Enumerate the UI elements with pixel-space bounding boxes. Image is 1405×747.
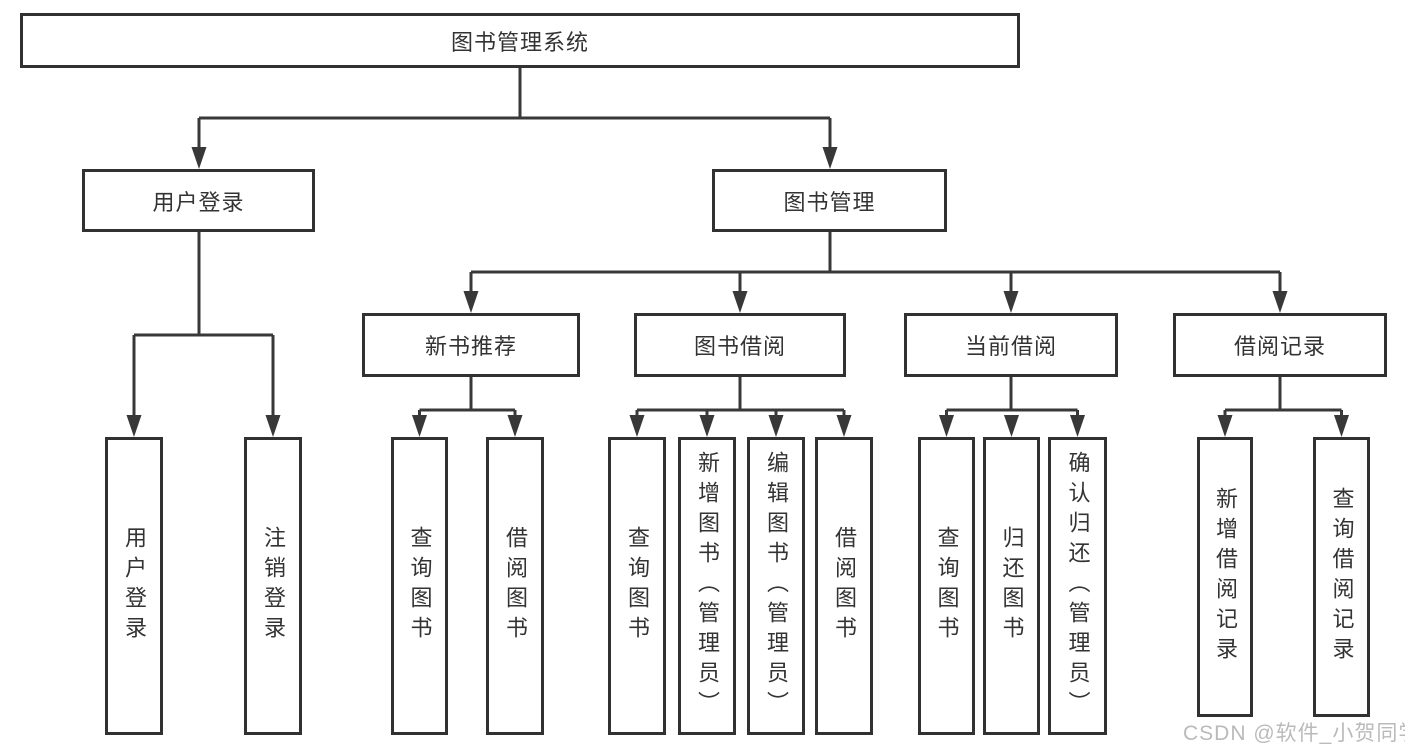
node-new-book-recommend-label: 新书推荐 (424, 334, 517, 359)
node-current-borrow-label: 当前借阅 (964, 334, 1057, 359)
leaf-borrow-books-borrow: 借阅图书 (815, 437, 873, 735)
leaf-borrow-books-recommend: 借阅图书 (486, 437, 544, 735)
node-borrow-records-label: 借阅记录 (1233, 334, 1326, 359)
leaf-return-books-label: 归还图书 (999, 526, 1025, 646)
leaf-confirm-return-admin: 确认归还（管理员） (1048, 437, 1107, 735)
leaf-borrow-books-borrow-label: 借阅图书 (832, 526, 857, 646)
leaf-confirm-return-admin-label: 确认归还（管理员） (1065, 451, 1091, 721)
leaf-edit-book-admin: 编辑图书（管理员） (747, 437, 805, 735)
leaf-add-book-admin-label: 新增图书（管理员） (695, 451, 720, 721)
node-current-borrow: 当前借阅 (904, 313, 1118, 377)
node-book-management-label: 图书管理 (783, 189, 876, 215)
leaf-borrow-books-recommend-label: 借阅图书 (503, 526, 528, 646)
node-root-system-label: 图书管理系统 (450, 29, 589, 55)
leaf-query-borrow-record-label: 查询借阅记录 (1329, 487, 1355, 667)
node-user-login-label: 用户登录 (152, 189, 245, 215)
node-book-management: 图书管理 (712, 169, 947, 232)
node-book-borrow-label: 图书借阅 (693, 334, 786, 359)
node-new-book-recommend: 新书推荐 (362, 313, 580, 377)
arrowheads (126, 147, 1349, 437)
leaf-logout: 注销登录 (244, 437, 302, 735)
csdn-watermark: CSDN @软件_小贺同学 (1183, 722, 1405, 745)
leaf-add-book-admin: 新增图书（管理员） (678, 437, 736, 735)
leaf-return-books: 归还图书 (983, 437, 1040, 735)
leaf-query-books-current: 查询图书 (918, 437, 975, 735)
node-borrow-records: 借阅记录 (1173, 313, 1387, 377)
leaf-query-books-borrow: 查询图书 (608, 437, 666, 735)
leaf-query-books-current-label: 查询图书 (934, 526, 960, 646)
leaf-query-books-borrow-label: 查询图书 (625, 526, 650, 646)
node-user-login: 用户登录 (82, 169, 315, 232)
leaf-user-login: 用户登录 (105, 437, 163, 735)
leaf-query-books-recommend: 查询图书 (391, 437, 448, 735)
leaf-query-books-recommend-label: 查询图书 (407, 526, 433, 646)
leaf-add-borrow-record: 新增借阅记录 (1197, 437, 1253, 717)
node-book-borrow: 图书借阅 (634, 313, 846, 377)
leaf-add-borrow-record-label: 新增借阅记录 (1213, 487, 1238, 667)
leaf-query-borrow-record: 查询借阅记录 (1313, 437, 1370, 717)
leaf-edit-book-admin-label: 编辑图书（管理员） (764, 451, 789, 721)
leaf-user-login-label: 用户登录 (122, 526, 147, 646)
leaf-logout-label: 注销登录 (261, 526, 286, 646)
node-root-system: 图书管理系统 (20, 13, 1020, 68)
